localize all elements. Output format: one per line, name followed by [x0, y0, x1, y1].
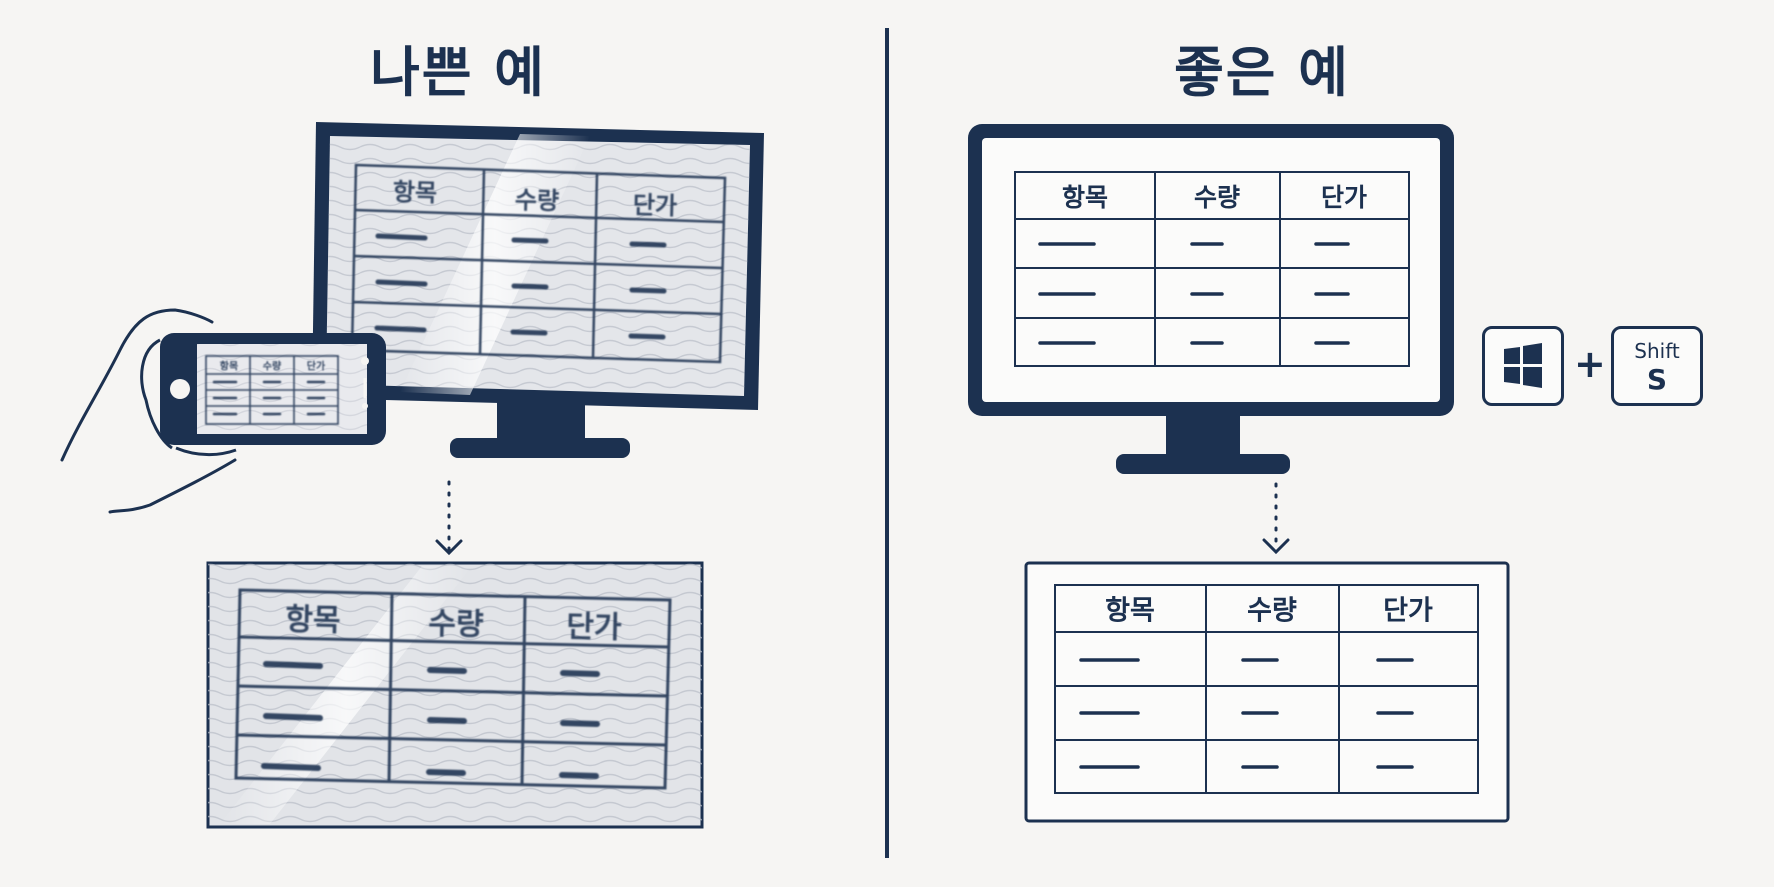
- windows-key: [1482, 326, 1564, 406]
- bad-monitor-header-qty: 수량: [514, 185, 560, 216]
- good-monitor-header-qty: 수량: [1193, 183, 1241, 212]
- bad-example-title: 나쁜 예: [370, 41, 546, 104]
- glare-streak: [400, 134, 590, 395]
- bad-arrow: [435, 480, 463, 556]
- phone-table: [205, 355, 339, 425]
- good-monitor: [968, 124, 1454, 474]
- good-example-title: 좋은 예: [1174, 41, 1350, 104]
- phone-header-item: 항목: [219, 361, 239, 373]
- good-monitor-header-price: 단가: [1320, 183, 1368, 212]
- bad-monitor-header-price: 단가: [632, 190, 678, 221]
- bad-result-table: [234, 588, 672, 790]
- bad-result-image: [206, 561, 704, 829]
- bad-result-header-item: 항목: [284, 602, 341, 639]
- shift-label: Shift: [1634, 339, 1680, 363]
- good-result-table: [1054, 584, 1479, 794]
- bad-monitor-table: [350, 163, 727, 364]
- bad-monitor-header-item: 항목: [392, 177, 438, 208]
- bad-monitor: [312, 122, 764, 458]
- plus-sign: +: [1574, 342, 1606, 386]
- hand-holding-phone: [60, 308, 386, 514]
- bad-monitor-dashes: [374, 233, 667, 340]
- bad-result-header-qty: 수량: [427, 606, 484, 643]
- good-result-header-item: 항목: [1105, 595, 1155, 627]
- good-result-image: [1024, 561, 1510, 823]
- phone-header-price: 단가: [306, 361, 326, 373]
- bad-result-header-price: 단가: [565, 609, 622, 646]
- good-result-header-qty: 수량: [1247, 595, 1297, 627]
- s-label: S: [1646, 363, 1668, 396]
- good-arrow: [1262, 482, 1290, 555]
- shift-s-key: Shift S: [1611, 326, 1703, 406]
- phone-header-qty: 수량: [262, 361, 282, 373]
- windows-logo-icon: [1504, 343, 1542, 388]
- good-monitor-table: [1014, 171, 1410, 367]
- good-monitor-header-item: 항목: [1061, 183, 1109, 212]
- good-result-header-price: 단가: [1383, 595, 1433, 627]
